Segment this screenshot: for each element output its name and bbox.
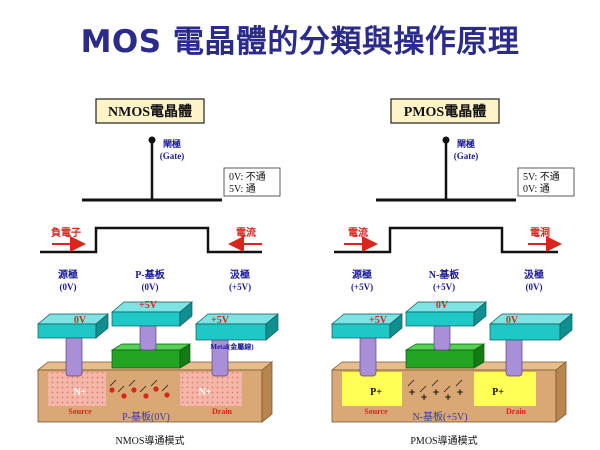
pmos-via-drain [505, 335, 523, 377]
nmos-via-drain [211, 335, 229, 377]
pmos-via-gate [433, 323, 451, 351]
pmos-header-box [390, 98, 500, 124]
pmos-holes: + + + + + [407, 379, 464, 403]
nmos-body-label: P-基板 [135, 268, 165, 281]
nmos-n-region-right-dots [180, 372, 242, 406]
svg-text:+: + [420, 393, 428, 403]
nmos-via-gate [139, 323, 157, 351]
nmos-gate-front [111, 349, 181, 369]
pmos-panel: PMOS電晶體 閘極 (Gate) 5V: 不通 0V: 通 電流 電洞 源極 … [330, 98, 575, 447]
pmos-source-voltage: (+5V) [351, 282, 373, 292]
nmos-contact-drain-top [195, 313, 279, 325]
nmos-gate-side [179, 343, 191, 369]
pmos-header: PMOS電晶體 [404, 103, 486, 120]
pmos-note-line2: 0V: 通 [523, 183, 550, 195]
pmos-channel-line [334, 226, 558, 254]
pmos-body-voltage: (+5V) [433, 282, 455, 292]
pmos-p-region-right [474, 372, 536, 406]
nmos-contact-drain-front [195, 323, 267, 341]
nmos-drain-label: 汲極 [230, 268, 250, 281]
pmos-note-box [517, 167, 575, 197]
nmos-n-region-left-dots [48, 372, 106, 406]
nmos-gate-voltage: +5V [139, 300, 158, 311]
slide-title: MOS 電晶體的分類與操作原理 [80, 24, 520, 60]
svg-text:+: + [408, 388, 416, 398]
pmos-gate-front [405, 349, 475, 369]
nmos-metal-label: Metal(金屬線) [210, 342, 254, 351]
nmos-drain-v: +5V [211, 315, 230, 326]
pmos-contact-drain-front [489, 323, 561, 341]
nmos-panel: NMOS電晶體 閘極 (Gate) 0V: 不通 5V: 通 負電子 電流 源極… [36, 98, 281, 447]
pmos-via-source [359, 335, 377, 377]
svg-text:+: + [456, 388, 464, 398]
nmos-source-label: 源極 [58, 268, 78, 281]
nmos-source-text: Source [68, 407, 92, 416]
pmos-gate-label: 閘極 [457, 138, 475, 149]
nmos-source-voltage: (0V) [60, 282, 77, 292]
pmos-contact-drain-side [559, 313, 573, 341]
nmos-right-arrow-label: 電流 [236, 226, 256, 239]
svg-text:+: + [444, 393, 452, 403]
nmos-note-line1: 0V: 不通 [229, 171, 266, 183]
pmos-drain-v: 0V [506, 315, 519, 326]
pmos-drain-text: Drain [506, 407, 527, 416]
pmos-source-text: Source [364, 407, 388, 416]
nmos-via-source [65, 335, 83, 377]
nmos-left-arrow-label: 負電子 [51, 226, 81, 239]
pmos-region-right: P+ [492, 387, 504, 398]
pmos-drain-voltage: (0V) [526, 282, 543, 292]
pmos-gate-voltage: 0V [436, 300, 449, 311]
pmos-contact-gate-side [473, 301, 487, 327]
pmos-left-arrow-label: 電流 [348, 226, 368, 239]
nmos-drain-text: Drain [212, 407, 233, 416]
pmos-source-label: 源極 [352, 268, 372, 281]
nmos-contact-gate-side [179, 301, 193, 327]
nmos-caption: NMOS導通模式 [116, 434, 185, 447]
nmos-substrate-label: P-基板(0V) [122, 410, 170, 423]
pmos-contact-gate-front [405, 311, 475, 327]
pmos-contact-source-front [331, 323, 391, 339]
nmos-channel-line [40, 226, 262, 254]
nmos-note-box [223, 167, 281, 197]
nmos-body-voltage: (0V) [142, 282, 159, 292]
nmos-contact-drain-side [265, 313, 279, 341]
nmos-region-right: N+ [199, 387, 212, 398]
pmos-gate-side [473, 343, 485, 369]
nmos-note-line2: 5V: 通 [229, 183, 256, 195]
nmos-header: NMOS電晶體 [108, 103, 192, 120]
pmos-body-label: N-基板 [429, 268, 461, 281]
nmos-source-v: 0V [74, 315, 87, 326]
pmos-right-arrow-label: 電洞 [530, 226, 550, 239]
pmos-contact-drain-top [489, 313, 573, 325]
nmos-electrons [109, 379, 170, 399]
pmos-device: P+ P+ + + + + + [330, 300, 573, 423]
nmos-contact-source-front [37, 323, 97, 339]
pmos-p-region-left [342, 372, 402, 406]
pmos-drain-label: 汲極 [524, 268, 544, 281]
pmos-contact-source-side [389, 313, 403, 339]
pmos-substrate-label: N-基板(+5V) [412, 410, 467, 423]
pmos-source-v: +5V [369, 315, 388, 326]
nmos-contact-source-side [95, 313, 109, 339]
pmos-gate-label-en: (Gate) [454, 151, 479, 161]
nmos-substrate-side [261, 361, 273, 423]
nmos-region-left: N+ [74, 387, 87, 398]
nmos-device: N+ N+ [36, 300, 279, 423]
pmos-region-left: P+ [370, 387, 382, 398]
pmos-caption: PMOS導通模式 [410, 434, 477, 447]
svg-text:+: + [432, 388, 440, 398]
pmos-substrate-side [555, 361, 567, 423]
nmos-contact-gate-front [111, 311, 181, 327]
pmos-note-line1: 5V: 不通 [523, 171, 560, 183]
nmos-drain-voltage: (+5V) [229, 282, 251, 292]
nmos-header-box [95, 98, 205, 124]
nmos-gate-label: 閘極 [163, 138, 181, 149]
nmos-gate-label-en: (Gate) [160, 151, 185, 161]
